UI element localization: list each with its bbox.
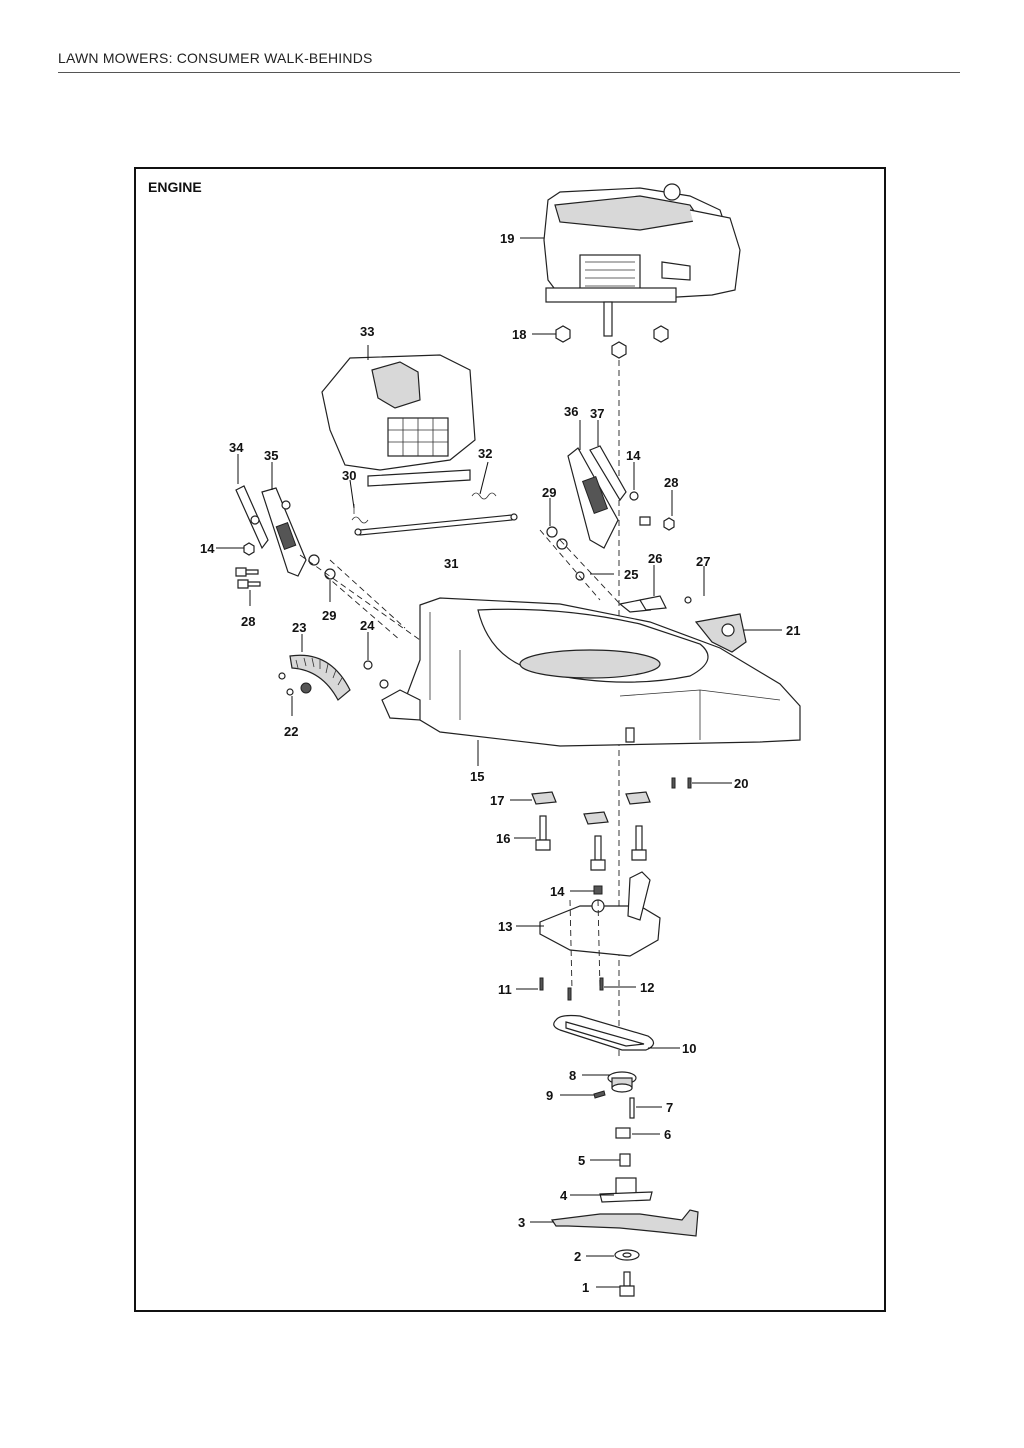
callout-35: 35 (264, 448, 278, 463)
diagram-frame (134, 167, 886, 1312)
blade-hub (599, 1177, 653, 1203)
callout-9: 9 (546, 1088, 553, 1103)
small-screw (684, 596, 692, 604)
callout-18: 18 (512, 327, 526, 342)
right-height-brackets (567, 445, 639, 549)
callout-22: 22 (284, 724, 298, 739)
callout-11: 11 (498, 982, 512, 997)
callout-27: 27 (696, 554, 710, 569)
callout-24: 24 (360, 618, 375, 633)
callout-19: 19 (500, 231, 514, 246)
section-title: ENGINE (148, 179, 202, 195)
housing-screws (539, 977, 604, 1001)
page-header: LAWN MOWERS: CONSUMER WALK-BEHINDS (58, 50, 373, 66)
callout-5: 5 (578, 1153, 585, 1168)
mower-deck (381, 597, 801, 747)
deck-bolts (535, 815, 647, 871)
assembly-guide-lines (299, 529, 621, 991)
spacer-6 (615, 1127, 631, 1139)
callout-26: 26 (648, 551, 662, 566)
screws-20 (671, 777, 692, 789)
pulley-assembly (593, 1071, 637, 1119)
callout-4: 4 (560, 1188, 568, 1203)
callout-31: 31 (444, 556, 458, 571)
leader-lines (216, 237, 782, 1288)
engine-part (543, 183, 741, 337)
deck-clips (531, 791, 651, 825)
callout-8: 8 (569, 1068, 576, 1083)
callout-7: 7 (666, 1100, 673, 1115)
axle-rod (354, 513, 518, 536)
callout-28-right: 28 (664, 475, 678, 490)
callout-15: 15 (470, 769, 484, 784)
callout-33: 33 (360, 324, 374, 339)
spacer-5 (619, 1153, 631, 1167)
callout-6: 6 (664, 1127, 671, 1142)
callout-23: 23 (292, 620, 306, 635)
callout-34: 34 (229, 440, 244, 455)
callout-37: 37 (590, 406, 604, 421)
top-cover-part (321, 354, 476, 487)
callout-16: 16 (496, 831, 510, 846)
badge-part (694, 613, 747, 653)
callout-30: 30 (342, 468, 356, 483)
callout-14-right: 14 (626, 448, 641, 463)
callout-13: 13 (498, 919, 512, 934)
callout-29-right: 29 (542, 485, 556, 500)
callout-3: 3 (518, 1215, 525, 1230)
small-hardware (235, 516, 675, 689)
callout-21: 21 (786, 623, 800, 638)
clip-part (639, 595, 667, 611)
callout-17: 17 (490, 793, 504, 808)
engine-nuts (555, 325, 669, 359)
height-adjust-lever (278, 654, 351, 701)
cutting-blade (550, 1209, 699, 1237)
callout-36: 36 (564, 404, 578, 419)
callout-2: 2 (574, 1249, 581, 1264)
callout-14-housing: 14 (550, 884, 565, 899)
callout-20: 20 (734, 776, 748, 791)
callout-labels: 1 2 3 4 5 6 7 8 9 10 11 12 13 14 14 14 1… (200, 231, 800, 1295)
callout-32: 32 (478, 446, 492, 461)
drive-belt (553, 1014, 655, 1051)
callout-14-left: 14 (200, 541, 215, 556)
blade-bolt (619, 1271, 635, 1297)
callout-1: 1 (582, 1280, 589, 1295)
callout-28-left: 28 (241, 614, 255, 629)
callout-10: 10 (682, 1041, 696, 1056)
callout-29-left: 29 (322, 608, 336, 623)
left-height-brackets (235, 485, 307, 577)
badge-logo (721, 623, 735, 637)
header-rule (58, 72, 960, 73)
callout-12: 12 (640, 980, 654, 995)
callout-25: 25 (624, 567, 638, 582)
